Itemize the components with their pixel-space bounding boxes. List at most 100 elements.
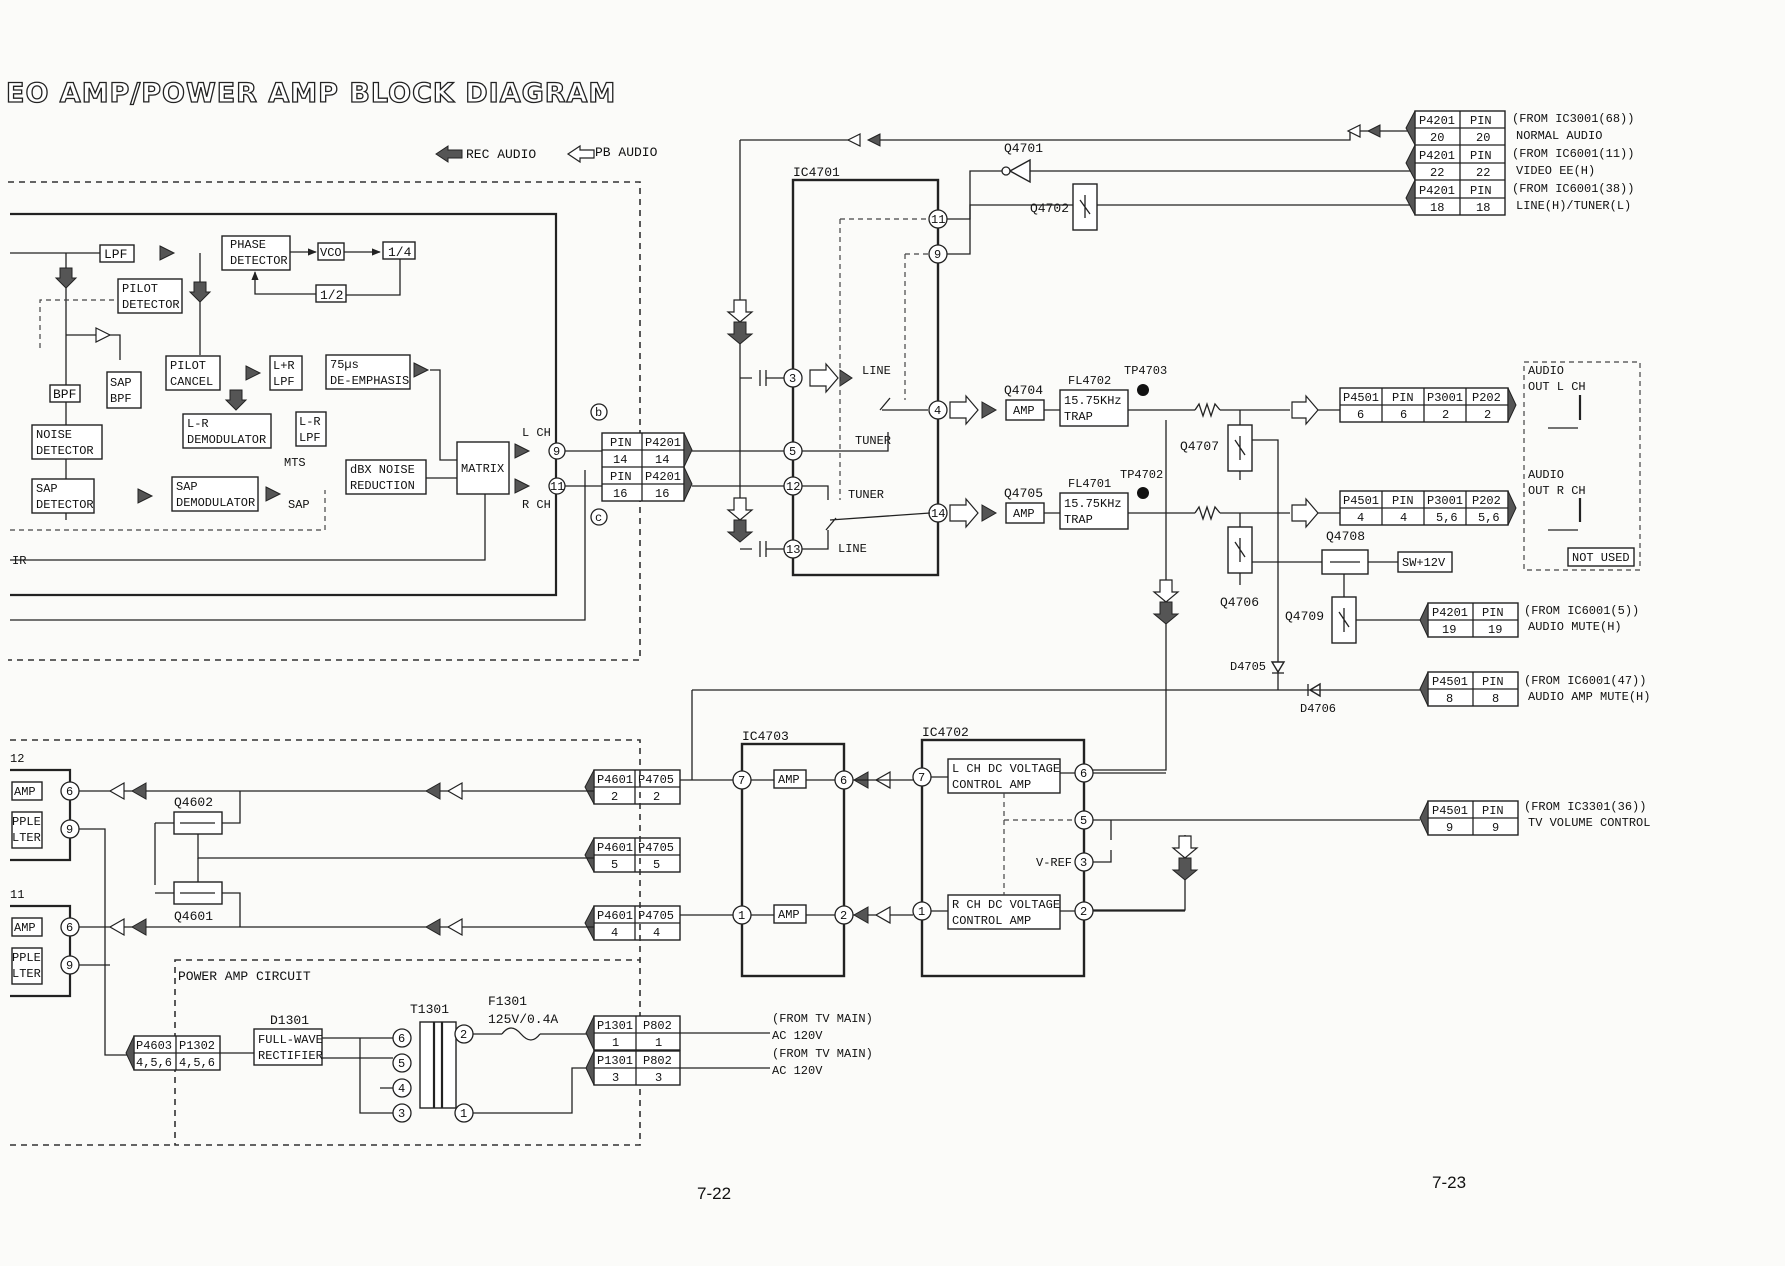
svg-text:AUDIO AMP MUTE(H): AUDIO AMP MUTE(H) <box>1528 690 1650 704</box>
svg-text:TRAP: TRAP <box>1064 513 1093 527</box>
svg-text:PIN: PIN <box>1470 184 1492 198</box>
svg-text:L CH DC VOLTAGE: L CH DC VOLTAGE <box>952 762 1060 776</box>
svg-text:P4501: P4501 <box>1343 391 1379 405</box>
svg-text:1: 1 <box>655 1036 662 1050</box>
connector-p1301-p802: P1301 P802 1 1 P1301 P802 3 3 <box>585 1015 681 1086</box>
svg-text:14: 14 <box>931 507 945 521</box>
fl4701-trap <box>1059 492 1129 530</box>
page-number-left: 7-22 <box>697 1184 731 1203</box>
svg-text:4: 4 <box>653 926 660 940</box>
deemphasis-block <box>325 354 411 390</box>
svg-text:Q4708: Q4708 <box>1326 529 1365 544</box>
svg-text:dBX NOISE: dBX NOISE <box>350 463 415 477</box>
svg-text:5,6: 5,6 <box>1436 511 1458 525</box>
svg-text:11: 11 <box>550 480 564 494</box>
not-used-box <box>1567 547 1635 567</box>
svg-text:c: c <box>595 511 602 525</box>
svg-text:V-REF: V-REF <box>1036 856 1072 870</box>
svg-text:2: 2 <box>1442 408 1449 422</box>
svg-text:SAP: SAP <box>36 482 58 496</box>
svg-text:5: 5 <box>653 858 660 872</box>
svg-text:PPLE: PPLE <box>12 951 41 965</box>
svg-text:PIN: PIN <box>1482 606 1504 620</box>
svg-text:SAP: SAP <box>288 498 310 512</box>
svg-text:AMP: AMP <box>778 773 800 787</box>
svg-text:L+R: L+R <box>273 359 295 373</box>
svg-text:P4501: P4501 <box>1343 494 1379 508</box>
svg-text:LTER: LTER <box>12 967 41 981</box>
svg-text:9: 9 <box>553 445 560 459</box>
matrix-block <box>456 441 510 495</box>
svg-text:P3001: P3001 <box>1427 391 1463 405</box>
svg-text:1: 1 <box>738 909 745 923</box>
svg-text:POWER AMP CIRCUIT: POWER AMP CIRCUIT <box>178 969 311 984</box>
svg-text:PIN: PIN <box>1392 391 1414 405</box>
svg-text:6: 6 <box>398 1032 405 1046</box>
svg-text:OUT R CH: OUT R CH <box>1528 484 1586 498</box>
svg-text:2: 2 <box>840 909 847 923</box>
amp-r-block <box>11 917 43 937</box>
svg-text:4: 4 <box>1400 511 1407 525</box>
svg-text:P1302: P1302 <box>179 1039 215 1053</box>
svg-text:D4705: D4705 <box>1230 660 1266 674</box>
svg-text:PIN: PIN <box>610 436 632 450</box>
svg-text:11: 11 <box>10 888 24 902</box>
svg-text:TV VOLUME CONTROL: TV VOLUME CONTROL <box>1528 816 1650 830</box>
svg-text:P4601: P4601 <box>597 909 633 923</box>
svg-text:AMP: AMP <box>1013 507 1035 521</box>
svg-text:3: 3 <box>789 372 796 386</box>
connector-p4201-top: P4201 PIN 20 20 P4201 PIN 22 22 P4201 PI… <box>1405 110 1506 216</box>
svg-text:7: 7 <box>738 774 745 788</box>
svg-text:9: 9 <box>66 823 73 837</box>
svg-text:LINE: LINE <box>862 364 891 378</box>
svg-text:P4501: P4501 <box>1432 675 1468 689</box>
svg-text:11: 11 <box>931 213 945 227</box>
ripple-filter-l <box>11 811 43 849</box>
svg-text:LTER: LTER <box>12 831 41 845</box>
svg-text:LPF: LPF <box>273 375 295 389</box>
sap-detector-block <box>31 478 95 514</box>
ic4703-block <box>740 742 846 978</box>
svg-text:P4201: P4201 <box>1419 149 1455 163</box>
svg-text:3: 3 <box>1080 856 1087 870</box>
svg-text:8: 8 <box>1446 692 1453 706</box>
svg-text:1: 1 <box>460 1107 467 1121</box>
svg-text:2: 2 <box>653 790 660 804</box>
ic4703-amp-l <box>773 769 807 789</box>
svg-text:(FROM IC3001(68)): (FROM IC3001(68)) <box>1512 112 1634 126</box>
svg-text:Q4601: Q4601 <box>174 909 213 924</box>
dbx-noise-reduction-block <box>345 459 427 495</box>
svg-text:12: 12 <box>786 480 800 494</box>
svg-text:P802: P802 <box>643 1054 672 1068</box>
svg-text:4: 4 <box>1357 511 1364 525</box>
lr-demodulator-block <box>182 413 272 449</box>
amp-l-block <box>11 781 43 801</box>
sap-demodulator-block <box>171 476 259 512</box>
pilot-detector-block <box>117 278 183 314</box>
svg-text:LINE: LINE <box>838 542 867 556</box>
svg-text:5: 5 <box>398 1057 405 1071</box>
svg-text:16: 16 <box>655 487 669 501</box>
svg-text:FULL-WAVE: FULL-WAVE <box>258 1033 323 1047</box>
connector-p4201-19: P4201 PIN 19 19 <box>1419 602 1519 638</box>
amp-frame <box>10 739 641 960</box>
svg-text:5: 5 <box>789 445 796 459</box>
connector-p4603-p1302: P4603 P1302 4,5,6 4,5,6 <box>125 1035 221 1071</box>
svg-text:BPF: BPF <box>53 387 76 402</box>
ripple-filter-r <box>11 947 43 985</box>
svg-text:Q4702: Q4702 <box>1030 201 1069 216</box>
svg-text:(FROM IC6001(47)): (FROM IC6001(47)) <box>1524 674 1646 688</box>
svg-text:NORMAL AUDIO: NORMAL AUDIO <box>1516 129 1602 143</box>
svg-text:TUNER: TUNER <box>855 434 891 448</box>
svg-text:Q4709: Q4709 <box>1285 609 1324 624</box>
svg-text:PIN: PIN <box>1392 494 1414 508</box>
full-wave-rectifier <box>253 1028 323 1066</box>
svg-text:Q4705: Q4705 <box>1004 486 1043 501</box>
svg-text:P1301: P1301 <box>597 1054 633 1068</box>
svg-text:2: 2 <box>460 1028 467 1042</box>
div4-block <box>382 241 416 260</box>
pilot-cancel-block <box>165 355 221 391</box>
svg-text:MATRIX: MATRIX <box>461 462 504 476</box>
svg-text:CANCEL: CANCEL <box>170 375 213 389</box>
svg-text:P802: P802 <box>643 1019 672 1033</box>
